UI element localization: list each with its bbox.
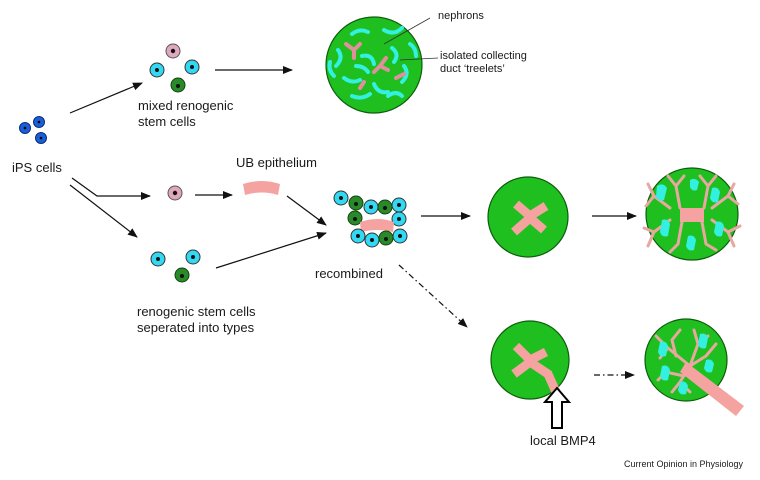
- label-mixed-line2: stem cells: [138, 114, 196, 129]
- organoid-directional-branching: [644, 318, 744, 416]
- label-ub-epithelium: UB epithelium: [236, 155, 317, 170]
- label-nephrons: nephrons: [438, 10, 484, 22]
- arrow-ub-to-recombined: [286, 195, 327, 226]
- credit-line: Current Opinion in Physiology: [624, 459, 744, 469]
- mixed-stem-cells: [149, 43, 200, 93]
- organoid-branched-kidney: [642, 167, 742, 261]
- arrows: [69, 66, 637, 379]
- arrow-ips-to-ub-cell: [71, 177, 151, 200]
- label-isolated-line2: duct ‘treelets’: [440, 63, 505, 75]
- label-separated-line2: seperated into types: [137, 320, 255, 335]
- separated-stem-cells: [150, 249, 201, 283]
- label-separated-line1: renogenic stem cells: [137, 304, 256, 319]
- arrow-recombined-to-bmp4: [398, 264, 468, 328]
- recombined-cluster: [333, 190, 408, 248]
- ips-cells: [19, 116, 47, 144]
- label-isolated-line1: isolated collecting: [440, 50, 527, 62]
- label-ips-cells: iPS cells: [12, 160, 62, 175]
- ub-epithelium-segment: [243, 181, 280, 195]
- leader-lines: [383, 17, 439, 61]
- organoid-nephrons-treelets: [325, 16, 423, 114]
- arrow-separated-to-recombined: [215, 231, 327, 269]
- bmp4-arrow: [542, 386, 572, 429]
- arrow-ips-to-mixed: [69, 82, 143, 114]
- ub-progenitor-cell: [167, 185, 183, 201]
- organoid-ureteric-bud: [487, 176, 569, 258]
- organoid-local-bmp4: [490, 320, 570, 400]
- label-recombined: recombined: [315, 266, 383, 281]
- label-mixed-line1: mixed renogenic: [138, 98, 234, 113]
- label-local-bmp4: local BMP4: [530, 433, 596, 448]
- arrow-ips-to-separated: [69, 184, 138, 238]
